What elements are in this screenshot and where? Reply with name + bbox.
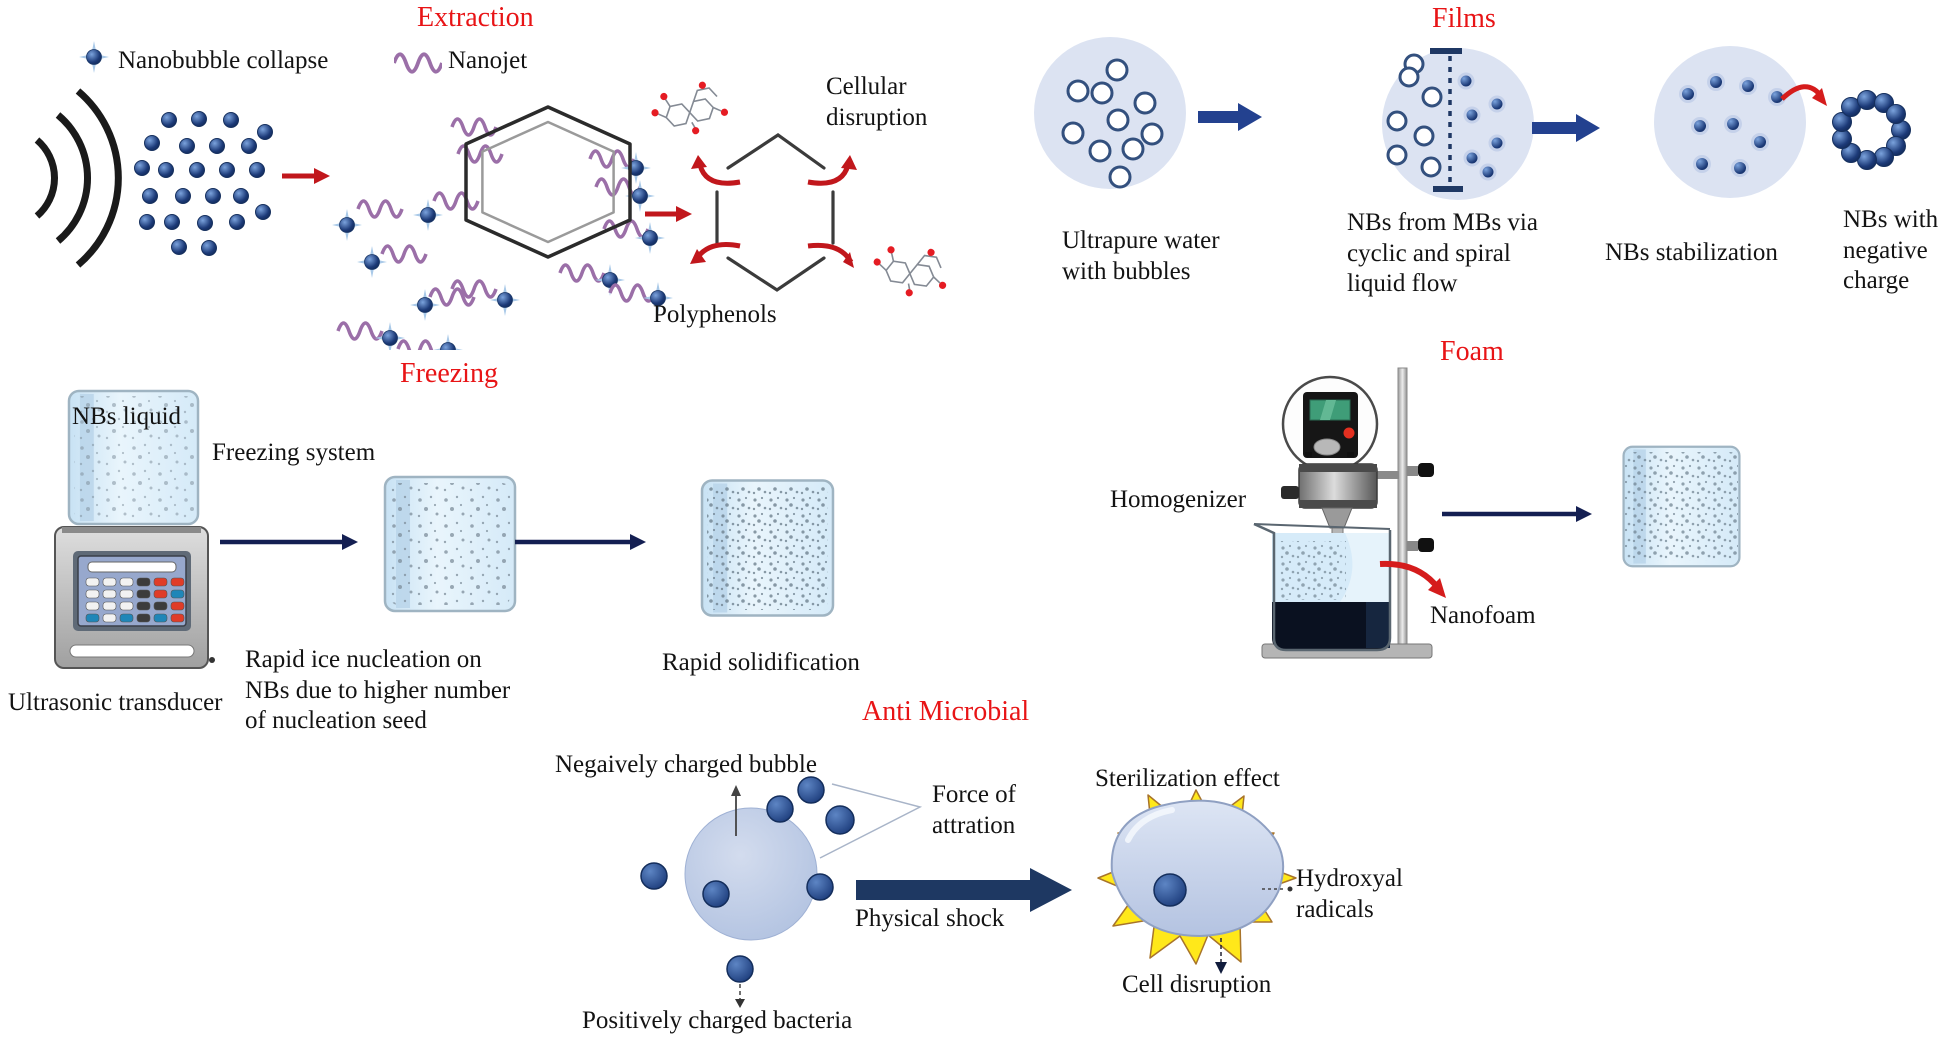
polyphenol-molecule-1 xyxy=(646,76,733,144)
legend-nanojet: Nanojet xyxy=(448,47,528,74)
cell-nucleus xyxy=(1153,873,1187,907)
freezing-title: Freezing xyxy=(400,358,498,389)
ultrapure-water-circle xyxy=(1034,37,1186,189)
homogenizer-label: Homogenizer xyxy=(1110,486,1247,513)
nanobubble-cluster xyxy=(134,111,273,256)
ultrasonic-transducer-device xyxy=(54,526,215,669)
ice-nucleation-cube xyxy=(383,475,517,613)
beaker xyxy=(1253,522,1392,652)
sterilization-effect-label: Sterilization effect xyxy=(1095,765,1280,792)
hydroxyl-pointer xyxy=(1262,886,1293,892)
foam-scene xyxy=(1253,367,1741,659)
polyphenol-molecule-2 xyxy=(868,240,952,303)
cell-disruption-pointer xyxy=(1215,938,1227,974)
cell-body xyxy=(1110,799,1285,938)
sterilized-cell xyxy=(1097,789,1297,965)
force-of-attraction-label: Force of attration xyxy=(932,781,1016,839)
negatively-charged-bubble-label: Negaively charged bubble xyxy=(555,751,817,778)
red-arrow-2 xyxy=(645,206,692,222)
nbs-liquid-label: NBs liquid xyxy=(72,403,182,430)
foam-title: Foam xyxy=(1440,336,1504,367)
cell-hexagon xyxy=(464,105,632,259)
films-arrow-2 xyxy=(1532,114,1600,142)
antimicrobial-scene xyxy=(640,776,1297,1008)
nbs-liquid-container xyxy=(67,389,200,526)
solidified-cube xyxy=(700,479,835,617)
force-of-attraction-lines xyxy=(819,783,923,859)
hydroxyl-radicals-label: Hydroxyal radicals xyxy=(1296,865,1403,923)
foam-arrow xyxy=(1442,506,1592,522)
nbs-from-mbs-circle xyxy=(1382,48,1534,200)
nanojet-icon xyxy=(394,52,442,74)
freezing-scene xyxy=(54,389,835,669)
rapid-solidification-label: Rapid solidification xyxy=(662,649,860,676)
nanofoam-red-arrow xyxy=(1379,560,1446,598)
rapid-ice-nucleation-label: Rapid ice nucleation on NBs due to highe… xyxy=(245,646,511,734)
reaction-cycle xyxy=(715,133,835,292)
films-step2-label: NBs from MBs via cyclic and spiral liqui… xyxy=(1347,209,1538,297)
homogenizer-device xyxy=(1281,375,1399,547)
antimicrobial-title: Anti Microbial xyxy=(862,696,1030,727)
films-step1-label: Ultrapure water with bubbles xyxy=(1062,227,1220,285)
ultrasonic-transducer-label: Ultrasonic transducer xyxy=(8,689,223,716)
nbs-stabilization-circle xyxy=(1654,46,1827,198)
nanofoam-cube xyxy=(1622,445,1741,568)
nanobubbles-with-nanojets xyxy=(331,117,674,350)
physical-shock-label: Physical shock xyxy=(855,905,1005,932)
red-arrow-1 xyxy=(282,168,330,184)
ultrasound-waves-icon xyxy=(34,88,122,268)
freezing-arrow-1 xyxy=(220,534,358,550)
freezing-arrow-2 xyxy=(515,534,646,550)
films-arrow-1 xyxy=(1198,103,1262,131)
polyphenols-label: Polyphenols xyxy=(653,301,777,328)
nbs-negative-charge-ring xyxy=(1832,90,1911,170)
films-title: Films xyxy=(1432,3,1496,34)
films-step3-label: NBs stabilization xyxy=(1605,239,1778,266)
nanofoam-label: Nanofoam xyxy=(1430,602,1536,629)
cell-disruption-label: Cell disruption xyxy=(1122,971,1272,998)
physical-shock-arrow xyxy=(856,868,1072,912)
cellular-disruption-label: Cellular disruption xyxy=(826,73,928,131)
cycle-red-arrows xyxy=(690,155,857,268)
keypad-buttons xyxy=(85,577,185,623)
films-step4-label: NBs with negative charge xyxy=(1843,206,1939,294)
charged-bubble xyxy=(684,785,818,941)
bacteria-dots xyxy=(640,776,855,983)
legend-nanobubble-collapse: Nanobubble collapse xyxy=(118,47,329,74)
nanobubble-collapse-icon xyxy=(78,40,110,74)
bacteria-pointer xyxy=(735,984,745,1008)
freezing-system-label: Freezing system xyxy=(212,439,376,466)
extraction-scene xyxy=(34,76,952,350)
extraction-title: Extraction xyxy=(417,2,534,33)
films-scene xyxy=(1034,37,1911,200)
positively-charged-bacteria-label: Positively charged bacteria xyxy=(582,1007,853,1034)
